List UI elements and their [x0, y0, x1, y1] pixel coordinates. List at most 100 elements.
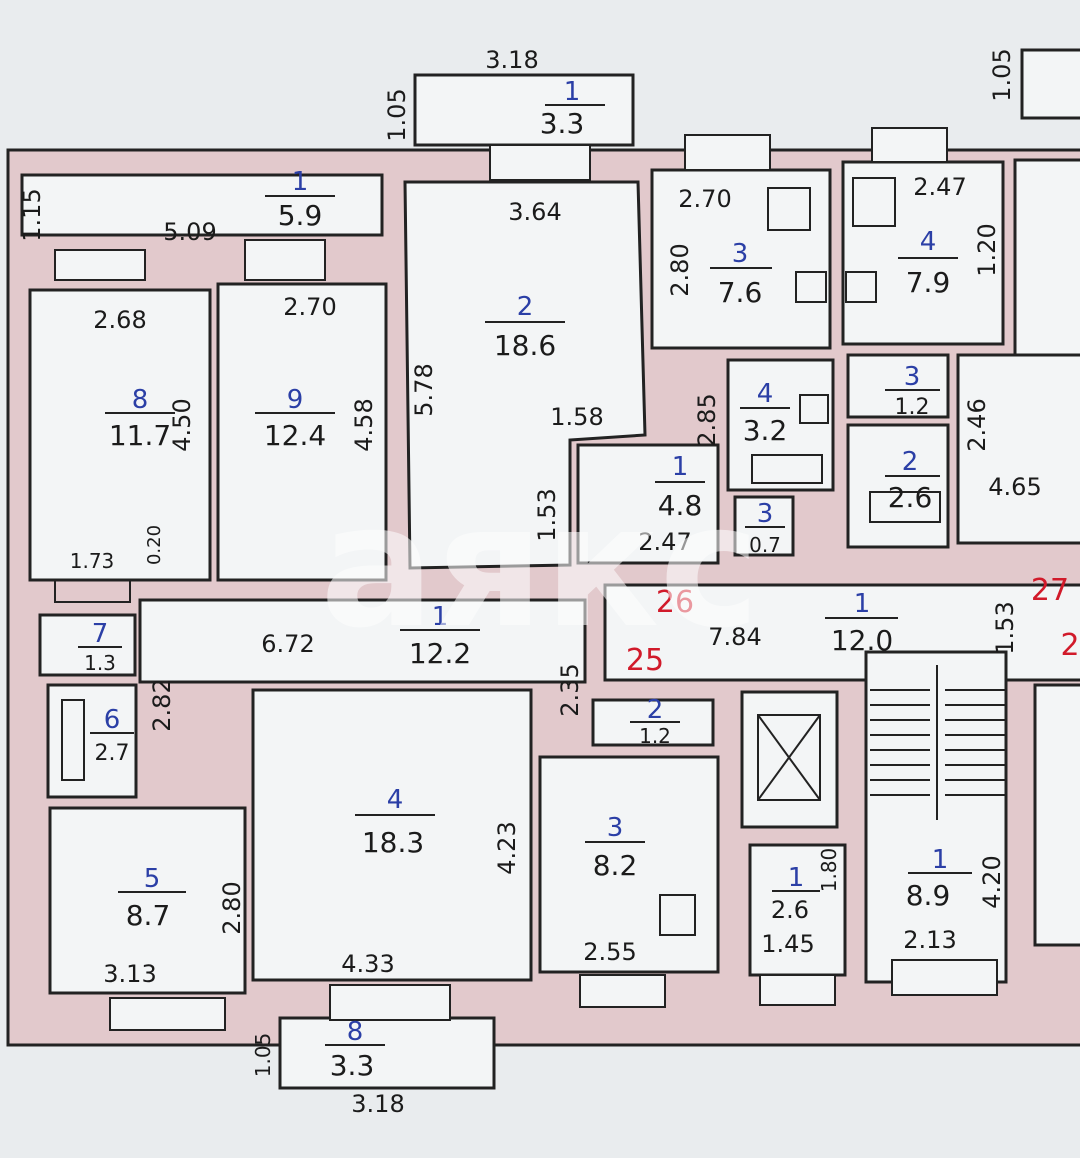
dim-label: 5.09 [163, 218, 216, 246]
dim-label: 1.45 [761, 930, 814, 958]
room-num-bath-3-2: 4 [757, 379, 774, 409]
room-area-12-4: 12.4 [264, 419, 326, 452]
apartment-number: 27 [1031, 573, 1069, 608]
dim-label: 2.55 [583, 938, 636, 966]
dim-label: 5.78 [410, 363, 438, 416]
dim-label: 1.53 [991, 601, 1019, 654]
dim-label: 4.33 [341, 950, 394, 978]
dim-label: 1.05 [383, 88, 411, 141]
room-area-7-6: 7.6 [718, 276, 763, 309]
dim-label: 6.72 [261, 630, 314, 658]
apartment-number: 2 [1060, 628, 1079, 663]
dimension-labels: 3.18 1.05 1.15 5.09 3.64 2.70 2.47 1.05 … [18, 46, 1042, 1118]
room-area-wc-1-3: 1.3 [84, 651, 116, 675]
dim-label: 3.18 [485, 46, 538, 74]
room-area-7-9: 7.9 [906, 266, 951, 299]
windows [54, 127, 998, 1031]
dim-label: 3.64 [508, 198, 561, 226]
room-area-kitchen-8-2: 8.2 [593, 849, 638, 882]
apartment-number: 25 [626, 643, 664, 678]
right-lower-room-outline [1033, 683, 1080, 947]
room-area-wc-0-7: 0.7 [749, 533, 781, 557]
dim-label: 2.13 [903, 926, 956, 954]
dim-label: 3.13 [103, 960, 156, 988]
room-num-wc-1-2: 3 [904, 362, 921, 392]
dim-label: 1.15 [18, 188, 46, 241]
dim-label: 4.23 [493, 821, 521, 874]
dim-label: 2.35 [556, 663, 584, 716]
room-area-store-1-2: 1.2 [639, 724, 671, 748]
dim-label: 4.65 [988, 473, 1041, 501]
room-area-bath-2-7: 2.7 [95, 741, 130, 766]
dim-label: 1.53 [533, 488, 561, 541]
room-num-11-7: 8 [132, 385, 149, 415]
dim-label: 4.20 [978, 855, 1006, 908]
fixtures [54, 177, 941, 936]
room-num-18-6: 2 [517, 292, 534, 322]
hall-4-8-outline [576, 443, 720, 565]
room-num-hall-4-8: 1 [672, 452, 689, 482]
apartment-number: 26 [656, 585, 694, 620]
dim-label: 7.84 [708, 623, 761, 651]
staircase [870, 665, 1005, 820]
dim-label: 2.70 [283, 293, 336, 321]
dim-label: 2.47 [913, 173, 966, 201]
room-labels: 1 3.3 1 5.9 2 18.6 3 7.6 4 7.9 8 11.7 9 … [78, 77, 972, 1082]
dim-label: 1.05 [988, 48, 1016, 101]
dim-label: 2.46 [963, 398, 991, 451]
room-area-wc-1-2: 1.2 [895, 395, 930, 420]
room-area-bottom-balcony: 3.3 [330, 1049, 375, 1082]
kitchen-8-2-outline [538, 755, 720, 974]
room-num-hall-2-6: 1 [788, 863, 805, 893]
room-num-7-6: 3 [732, 239, 749, 269]
hall-right-outline [956, 353, 1080, 545]
room-area-hall-2-6: 2.6 [771, 896, 809, 924]
wc-1-2-outline [846, 353, 950, 419]
room-num-hall-8-9: 1 [932, 845, 949, 875]
room-area-top-balcony: 3.3 [540, 107, 585, 140]
room-area-8-7: 8.7 [126, 899, 171, 932]
room-7-6-outline [650, 168, 832, 350]
room-num-top-balcony: 1 [564, 77, 581, 107]
dim-label: 4.58 [350, 398, 378, 451]
dim-label: 1.58 [550, 403, 603, 431]
room-area-18-3: 18.3 [362, 826, 424, 859]
room-area-top-left-balcony: 5.9 [278, 199, 323, 232]
apartment-numbers: 25 26 27 2 [626, 573, 1080, 678]
dim-label: 2.82 [148, 678, 176, 731]
bottom-balcony-outline [278, 1016, 496, 1090]
room-area-11-7: 11.7 [109, 419, 171, 452]
room-12-4-outline [216, 282, 388, 582]
top-balcony-outline [413, 73, 635, 147]
top-left-balcony-outline [20, 173, 384, 237]
corridor-12-2-outline [138, 598, 587, 684]
room-18-6-outline [403, 180, 647, 570]
room-7-9-outline [841, 160, 1005, 346]
dim-label: 0.20 [144, 525, 165, 565]
dim-label: 2.85 [693, 393, 721, 446]
bath-2-6-outline [846, 423, 950, 549]
room-num-kitchen-8-2: 3 [607, 813, 624, 843]
dim-label: 2.70 [678, 185, 731, 213]
room-num-bath-2-6: 2 [902, 447, 919, 477]
room-num-7-9: 4 [920, 227, 937, 257]
dim-label: 1.80 [817, 848, 841, 893]
room-num-8-7: 5 [144, 864, 161, 894]
dim-label: 1.05 [251, 1033, 275, 1078]
dim-label: 2.80 [218, 881, 246, 934]
top-right-balcony-outline [1020, 48, 1080, 120]
room-8-7-outline [48, 806, 247, 995]
room-num-bath-2-7: 6 [104, 705, 121, 735]
room-area-corridor-12-2: 12.2 [409, 637, 471, 670]
room-num-wc-1-3: 7 [92, 619, 109, 649]
room-area-hall-8-9: 8.9 [906, 879, 951, 912]
room-area-18-6: 18.6 [494, 329, 556, 362]
dim-label: 1.73 [70, 549, 115, 573]
dim-label: 4.50 [168, 398, 196, 451]
room-area-bath-2-6: 2.6 [888, 481, 933, 514]
bath-3-2-outline [726, 358, 835, 492]
room-area-hall-4-8: 4.8 [658, 489, 703, 522]
dim-label: 2.47 [638, 528, 691, 556]
dim-label: 2.80 [666, 243, 694, 296]
